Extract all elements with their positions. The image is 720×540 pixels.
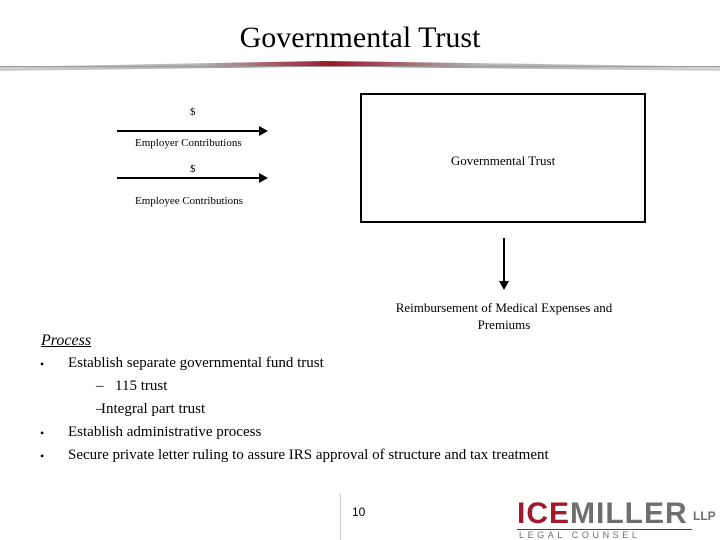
arrow-right-icon	[259, 126, 268, 136]
title-divider-line	[0, 66, 720, 67]
employee-dollar-sign: $	[190, 163, 196, 175]
list-item-text: Establish administrative process	[68, 424, 262, 440]
dash-icon: –	[96, 401, 104, 417]
dash-icon: –	[96, 378, 104, 394]
list-item-text: Secure private letter ruling to assure I…	[68, 447, 549, 463]
logo-underline	[517, 529, 692, 530]
arrow-down-icon	[499, 281, 509, 290]
reimbursement-label: Reimbursement of Medical Expenses and Pr…	[395, 300, 613, 332]
employee-contribution-arrow	[117, 173, 268, 183]
logo-wordmark: ICEMILLER	[517, 499, 688, 529]
list-item-text: Establish separate governmental fund tru…	[68, 355, 324, 371]
company-logo: ICEMILLER LLP LEGAL COUNSEL	[517, 499, 717, 540]
sub-list-item-text: 115 trust	[115, 378, 168, 394]
governmental-trust-label: Governmental Trust	[450, 153, 556, 168]
arrow-right-icon	[259, 173, 268, 183]
logo-tagline: LEGAL COUNSEL	[519, 530, 641, 540]
page-title: Governmental Trust	[239, 21, 481, 54]
employer-contributions-label: Employer Contributions	[135, 137, 242, 149]
process-heading: Process	[41, 332, 92, 349]
governmental-trust-box: Governmental Trust	[360, 93, 646, 223]
page-number: 10	[352, 505, 366, 519]
bullet-icon: •	[40, 449, 45, 463]
employee-contributions-label: Employee Contributions	[135, 195, 243, 207]
sub-list-item-text: Integral part trust	[101, 401, 206, 417]
employer-dollar-sign: $	[190, 106, 196, 118]
logo-miller-text: MILLER	[570, 497, 688, 530]
reimbursement-arrow	[499, 238, 509, 290]
footer-divider	[340, 494, 341, 540]
employer-contribution-arrow	[117, 126, 268, 136]
bullet-icon: •	[40, 426, 45, 440]
logo-ice-text: ICE	[517, 497, 571, 530]
logo-llp-text: LLP	[693, 509, 716, 523]
bullet-icon: •	[40, 357, 45, 371]
